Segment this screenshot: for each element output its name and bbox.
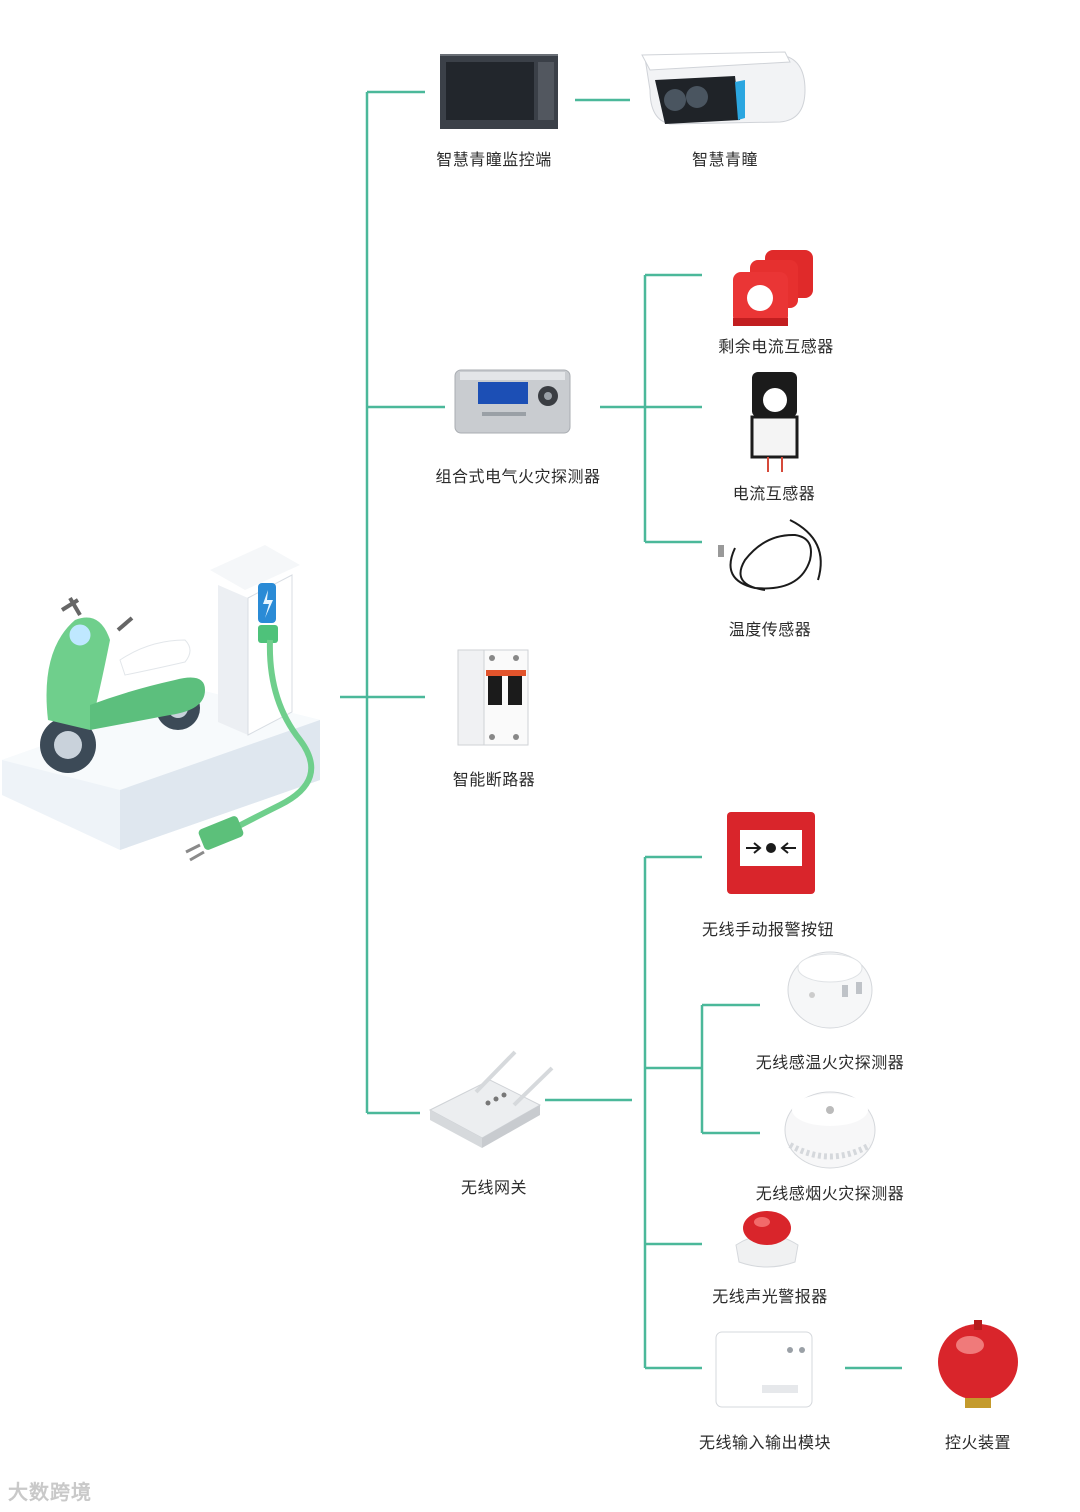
smart-breaker-label: 智能断路器	[452, 770, 536, 789]
monitor-terminal-icon	[440, 54, 558, 129]
temperature-sensor-label: 温度传感器	[728, 620, 812, 639]
smoke-detector-icon	[784, 1091, 876, 1169]
monitor-terminal-label: 智慧青瞳监控端	[436, 150, 552, 169]
heat-detector-label: 无线感温火灾探测器	[755, 1053, 905, 1072]
residual-current-transformer-icon	[733, 250, 813, 326]
current-transformer-label: 电流互感器	[732, 484, 816, 503]
smart-camera-icon	[641, 51, 806, 125]
fire-control-device-icon	[938, 1320, 1018, 1408]
smart-breaker-icon	[457, 649, 529, 746]
fire-control-device-label: 控火装置	[944, 1433, 1012, 1452]
charging-scene-illustration	[2, 545, 320, 862]
sound-light-alarm-icon	[735, 1211, 799, 1268]
scooter	[40, 596, 205, 773]
wireless-gateway-icon	[428, 1050, 554, 1148]
io-module-icon	[715, 1331, 813, 1408]
charging-pile	[210, 545, 300, 736]
electrical-fire-detector-label: 组合式电气火灾探测器	[435, 467, 601, 486]
watermark: 大数跨境	[8, 1480, 92, 1504]
temperature-sensor-icon	[718, 519, 822, 591]
residual-current-transformer-label: 剩余电流互感器	[718, 337, 834, 356]
plug-icon	[185, 816, 244, 862]
wireless-gateway-label: 无线网关	[460, 1178, 528, 1197]
manual-alarm-button-label: 无线手动报警按钮	[701, 920, 835, 939]
connector-lines	[340, 90, 902, 1370]
smoke-detector-label: 无线感烟火灾探测器	[755, 1184, 905, 1203]
current-transformer-icon	[750, 372, 799, 472]
manual-alarm-button-icon	[727, 812, 815, 894]
electrical-fire-detector-icon	[454, 369, 571, 434]
heat-detector-icon	[787, 951, 873, 1029]
smart-camera-label: 智慧青瞳	[691, 150, 759, 169]
sound-light-alarm-label: 无线声光警报器	[712, 1287, 828, 1306]
io-module-label: 无线输入输出模块	[698, 1433, 832, 1452]
